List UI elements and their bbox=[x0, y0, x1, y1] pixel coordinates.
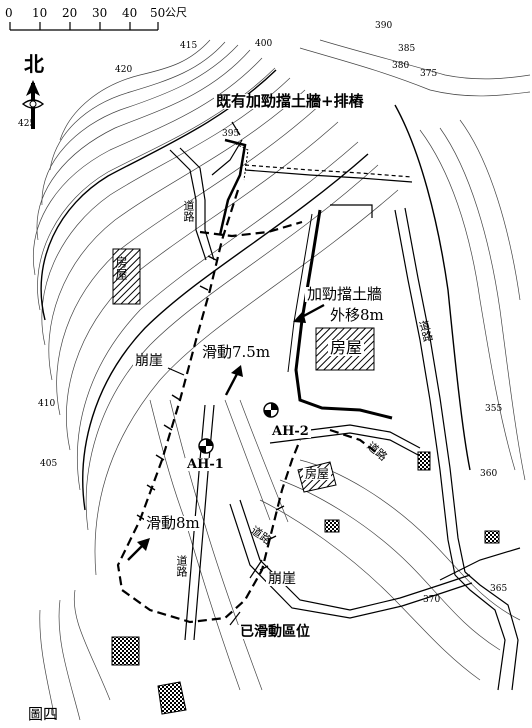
road-label: 道路 bbox=[175, 555, 188, 577]
borehole-ah2-label: AH-2 bbox=[270, 424, 311, 439]
scarp-label-bottom: 崩崖 bbox=[266, 571, 298, 587]
road-label: 道路 bbox=[182, 200, 195, 222]
contour-label: 380 bbox=[392, 61, 410, 71]
scale-tick-0: 0 bbox=[5, 6, 13, 20]
sheds bbox=[111, 451, 500, 715]
reinforced-wall-shift-label: 外移8m bbox=[328, 306, 386, 324]
slip-8m-label: 滑動8m bbox=[144, 514, 202, 532]
contour-label: 400 bbox=[255, 39, 273, 49]
figure-caption: 圖四 bbox=[28, 705, 59, 723]
slip-7-5m-label: 滑動7.5m bbox=[200, 343, 273, 361]
scarp-label-left: 崩崖 bbox=[133, 353, 165, 369]
reinforced-retaining-wall bbox=[287, 204, 393, 420]
building-label: 房屋 bbox=[303, 467, 332, 481]
scale-tick-30: 30 bbox=[92, 6, 108, 20]
existing-wall-label: 既有加勁擋土牆+排樁 bbox=[214, 92, 366, 110]
existing-retaining-wall bbox=[211, 138, 249, 236]
buildings bbox=[112, 248, 375, 493]
scale-tick-10: 10 bbox=[32, 6, 48, 20]
building-label: 房屋 bbox=[114, 256, 128, 280]
contour-label: 365 bbox=[490, 584, 508, 594]
borehole-ah1-label: AH-1 bbox=[185, 457, 226, 472]
slid-zone-label: 已滑動區位 bbox=[238, 624, 312, 640]
borehole-ah1-icon bbox=[198, 438, 214, 454]
reinforced-wall-label: 加勁擋土牆 bbox=[305, 285, 385, 303]
contour-label: 395 bbox=[222, 129, 240, 139]
contour-label: 415 bbox=[180, 41, 198, 51]
contour-label: 410 bbox=[38, 399, 56, 409]
contour-label: 425 bbox=[18, 119, 36, 129]
scale-tick-50: 50 bbox=[150, 6, 166, 20]
scale-tick-20: 20 bbox=[62, 6, 78, 20]
building-label: 房屋 bbox=[328, 338, 365, 357]
scale-unit: 公尺 bbox=[165, 6, 187, 19]
scale-tick-40: 40 bbox=[122, 6, 138, 20]
slid-zone-boundary bbox=[116, 189, 381, 624]
contour-label: 355 bbox=[485, 404, 503, 414]
scale-bar bbox=[9, 22, 159, 31]
north-label: 北 bbox=[24, 52, 44, 76]
contour-label: 370 bbox=[423, 595, 441, 605]
contour-label: 385 bbox=[398, 44, 416, 54]
contour-label: 375 bbox=[420, 69, 438, 79]
scarp-marks bbox=[136, 255, 285, 571]
contour-label: 420 bbox=[115, 65, 133, 75]
contour-label: 405 bbox=[40, 459, 58, 469]
movement-arrows bbox=[127, 303, 325, 561]
contour-label: 360 bbox=[480, 469, 498, 479]
borehole-ah2-icon bbox=[263, 402, 279, 418]
contour-label: 390 bbox=[375, 21, 393, 31]
north-arrow-icon bbox=[21, 80, 45, 129]
